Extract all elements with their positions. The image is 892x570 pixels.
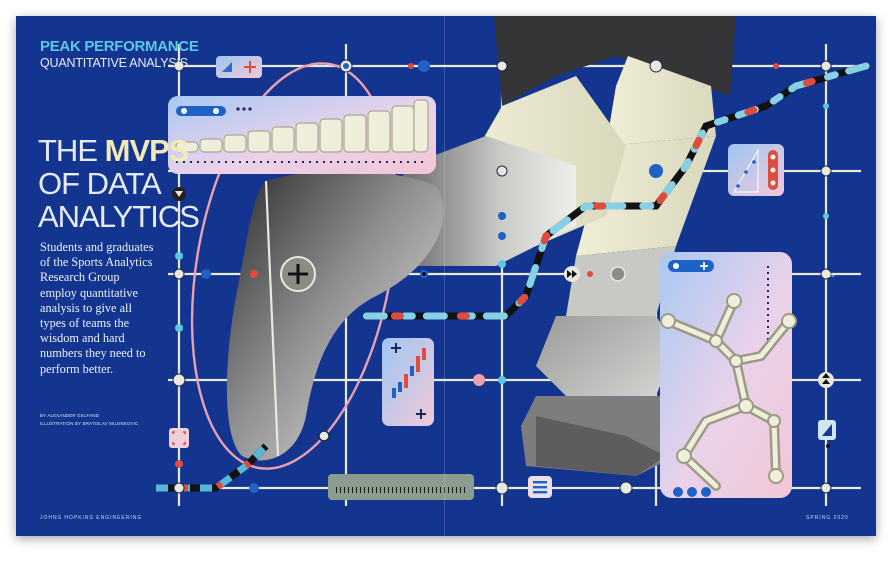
headline-line3: ANALYTICS xyxy=(38,199,200,234)
fast-forward-icon xyxy=(564,266,580,282)
author-credit: BY ALEXANDER GELFAND xyxy=(40,413,100,418)
leg-right-upper xyxy=(606,56,716,146)
headline-line2: OF DATA xyxy=(38,166,162,201)
candlestick-chart-icon xyxy=(382,338,434,426)
footer-right: SPRING 2020 xyxy=(806,515,849,521)
grid-nodes xyxy=(172,59,832,495)
menu-icon xyxy=(528,476,552,498)
ruler-icon xyxy=(328,474,474,500)
headline-the: THE xyxy=(38,133,105,168)
illustration xyxy=(156,16,870,506)
trousers xyxy=(494,16,736,106)
line-chart-card xyxy=(728,144,784,196)
subkicker: QUANTITATIVE ANALYSIS xyxy=(40,56,188,70)
focus-icon xyxy=(169,428,189,448)
headline: THE MVPS OF DATA ANALYTICS xyxy=(38,133,200,234)
running-figure-icon xyxy=(660,252,797,498)
magazine-spread: PEAK PERFORMANCE QUANTITATIVE ANALYSIS T… xyxy=(16,16,876,536)
page-number: 29 xyxy=(829,273,835,279)
footer-left: JOHNS HOPKINS ENGINEERING xyxy=(40,515,143,521)
sneaker-icon xyxy=(226,170,444,461)
kicker: PEAK PERFORMANCE xyxy=(40,38,199,55)
illustration-credit: ILLUSTRATION BY BRATISLAV MILENKOVIC xyxy=(40,421,139,426)
headline-mvps: MVPS xyxy=(104,133,190,168)
eject-icon xyxy=(818,372,834,388)
bar-chart-card xyxy=(168,96,436,174)
rewind-icon xyxy=(172,187,186,201)
spread-gutter xyxy=(444,16,445,536)
dek: Students and graduates of the Sports Ana… xyxy=(40,240,154,376)
